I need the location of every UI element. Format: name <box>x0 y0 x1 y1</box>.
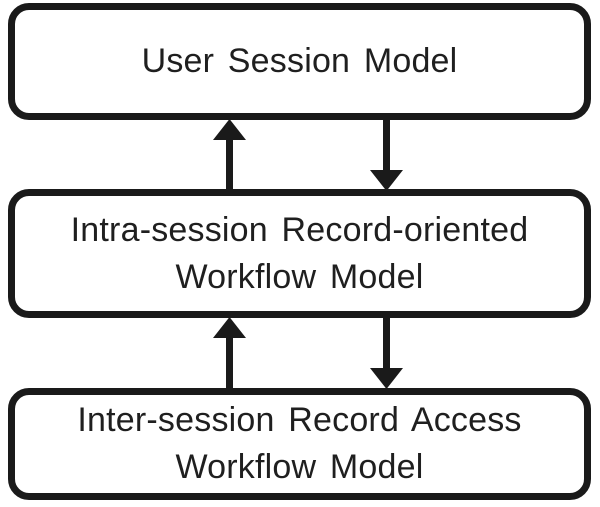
node-label: User Session Model <box>141 42 458 80</box>
node-label-line-1: Intra-session Record-oriented <box>70 210 529 249</box>
node-user-session-model: User Session Model <box>8 3 591 120</box>
node-label-line-2: Workflow Model <box>175 257 424 296</box>
node-inter-session-workflow-model: Inter-session Record Access Workflow Mod… <box>8 388 591 500</box>
node-intra-session-workflow-model: Intra-session Record-oriented Workflow M… <box>8 189 591 318</box>
arrow-down-intra-to-inter-icon <box>370 316 403 389</box>
arrow-up-inter-to-intra-icon <box>213 317 246 390</box>
arrow-up-intra-to-user-icon <box>213 119 246 192</box>
node-label-line-2: Workflow Model <box>175 448 424 486</box>
node-label-line-1: Inter-session Record Access <box>77 401 522 439</box>
arrow-down-user-to-intra-icon <box>370 118 403 191</box>
